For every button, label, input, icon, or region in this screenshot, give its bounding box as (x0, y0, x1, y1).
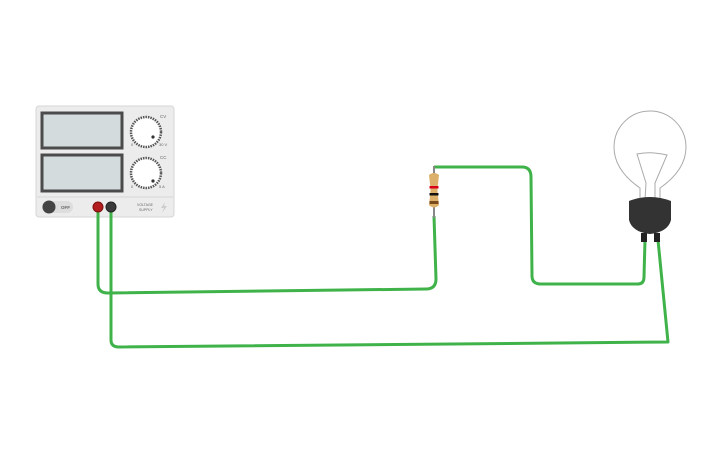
cv-label: CV (160, 114, 166, 119)
negative-terminal[interactable] (105, 201, 117, 213)
voltage-max-label: 30 V (159, 142, 168, 147)
current-min-label: 0 (131, 184, 134, 189)
current-max-label: 5 A (159, 184, 165, 189)
brand-line1: VOLTAGE (137, 203, 154, 207)
positive-terminal[interactable] (92, 201, 104, 213)
resistor-band-3 (429, 201, 439, 204)
voltage-knob[interactable] (129, 115, 163, 149)
resistor-band-1 (429, 186, 439, 189)
cc-label: CC (160, 155, 167, 160)
switch-label: OFF (61, 205, 70, 210)
power-supply[interactable]: CV CC 0 30 V 0 5 A OFF VOLTAGE SUPPLY (35, 105, 175, 218)
current-knob[interactable] (129, 156, 163, 190)
wire-negative-to-bulb[interactable] (109, 207, 670, 349)
resistor[interactable] (429, 166, 439, 218)
brand-line2: SUPPLY (139, 208, 153, 212)
resistor-band-2 (429, 193, 439, 196)
filament (636, 152, 668, 201)
wire-positive-to-resistor[interactable] (96, 207, 438, 295)
current-display (40, 153, 124, 193)
voltage-min-label: 0 (131, 142, 134, 147)
wire-resistor-to-bulb[interactable] (434, 165, 647, 286)
voltage-display (40, 111, 124, 150)
lightning-icon (161, 202, 167, 213)
light-bulb[interactable] (613, 110, 687, 242)
bulb-base (629, 197, 671, 234)
